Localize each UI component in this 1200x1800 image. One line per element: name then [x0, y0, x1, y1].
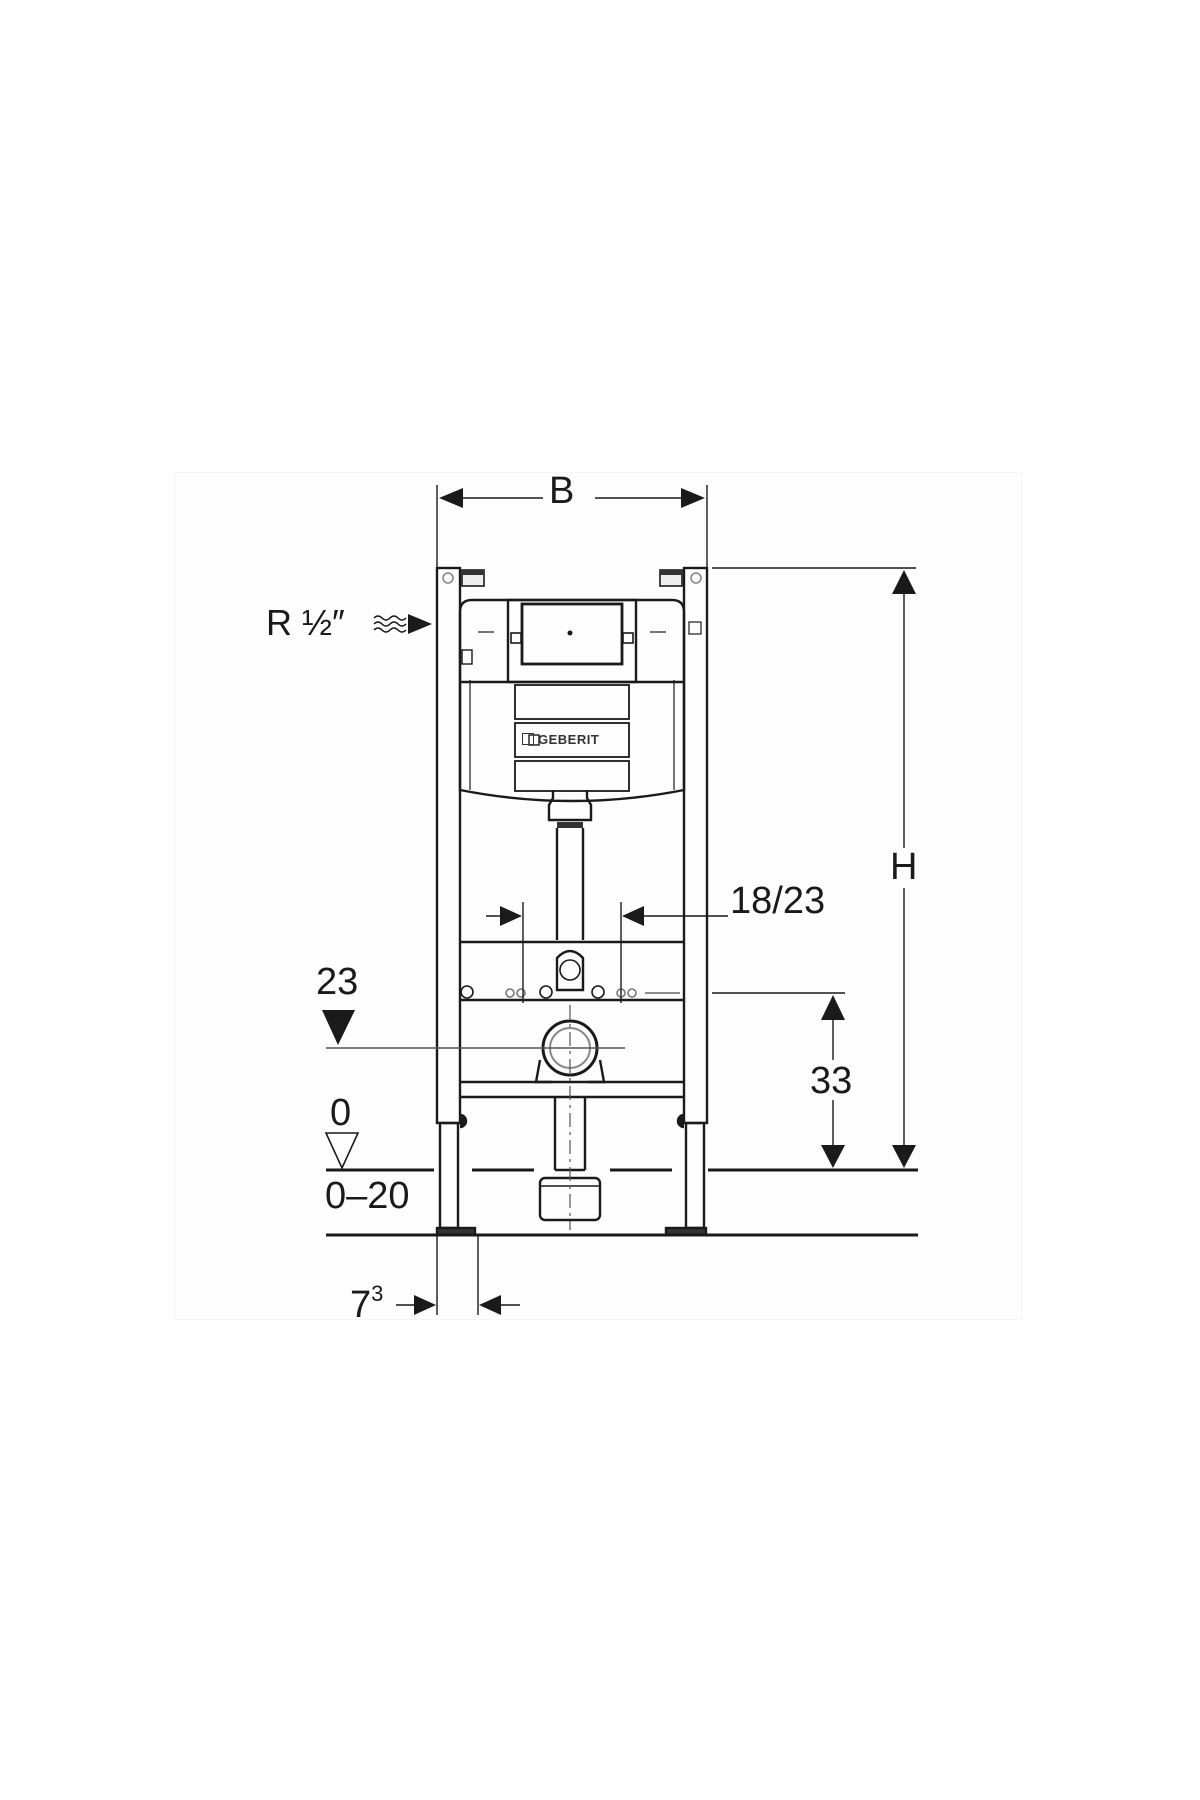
finished-floor-marker: [324, 1132, 918, 1172]
label-bolt-spacing: 18/23: [730, 880, 826, 922]
geberit-logo: GEBERIT: [522, 728, 622, 750]
right-frame-column: [664, 566, 709, 1237]
fixing-height-dimension: [712, 992, 845, 1168]
label-fixing-height: 33: [810, 1060, 853, 1102]
height-dimension: [712, 567, 916, 1168]
foot-depth-dimension: [396, 1235, 520, 1315]
logo-text: GEBERIT: [538, 731, 600, 747]
water-inlet-arrow: [373, 614, 432, 634]
label-width-b: B: [549, 470, 575, 512]
drain-height-marker: [322, 1010, 625, 1049]
label-water-connection: R ½″: [266, 602, 345, 643]
label-foot-depth: 73: [350, 1281, 384, 1326]
mounting-holes: [460, 949, 680, 999]
flush-pipe: [547, 790, 593, 940]
cistern: [458, 598, 686, 803]
foot-depth-base: 7: [350, 1284, 372, 1326]
label-floor-adjust: 0–20: [325, 1175, 410, 1217]
top-brackets: [461, 569, 683, 587]
drain-connection: [534, 1005, 606, 1230]
cross-rails: [460, 940, 684, 1099]
label-floor-level: 0: [330, 1092, 352, 1134]
foot-depth-sup: 3: [371, 1281, 384, 1306]
width-dimension: [436, 485, 708, 568]
label-height-h: H: [890, 846, 918, 888]
label-drain-height: 23: [316, 961, 359, 1003]
logo-square-icon: [522, 733, 534, 745]
bolt-spacing-dimension: [486, 902, 728, 1003]
left-frame-column: [435, 566, 477, 1237]
